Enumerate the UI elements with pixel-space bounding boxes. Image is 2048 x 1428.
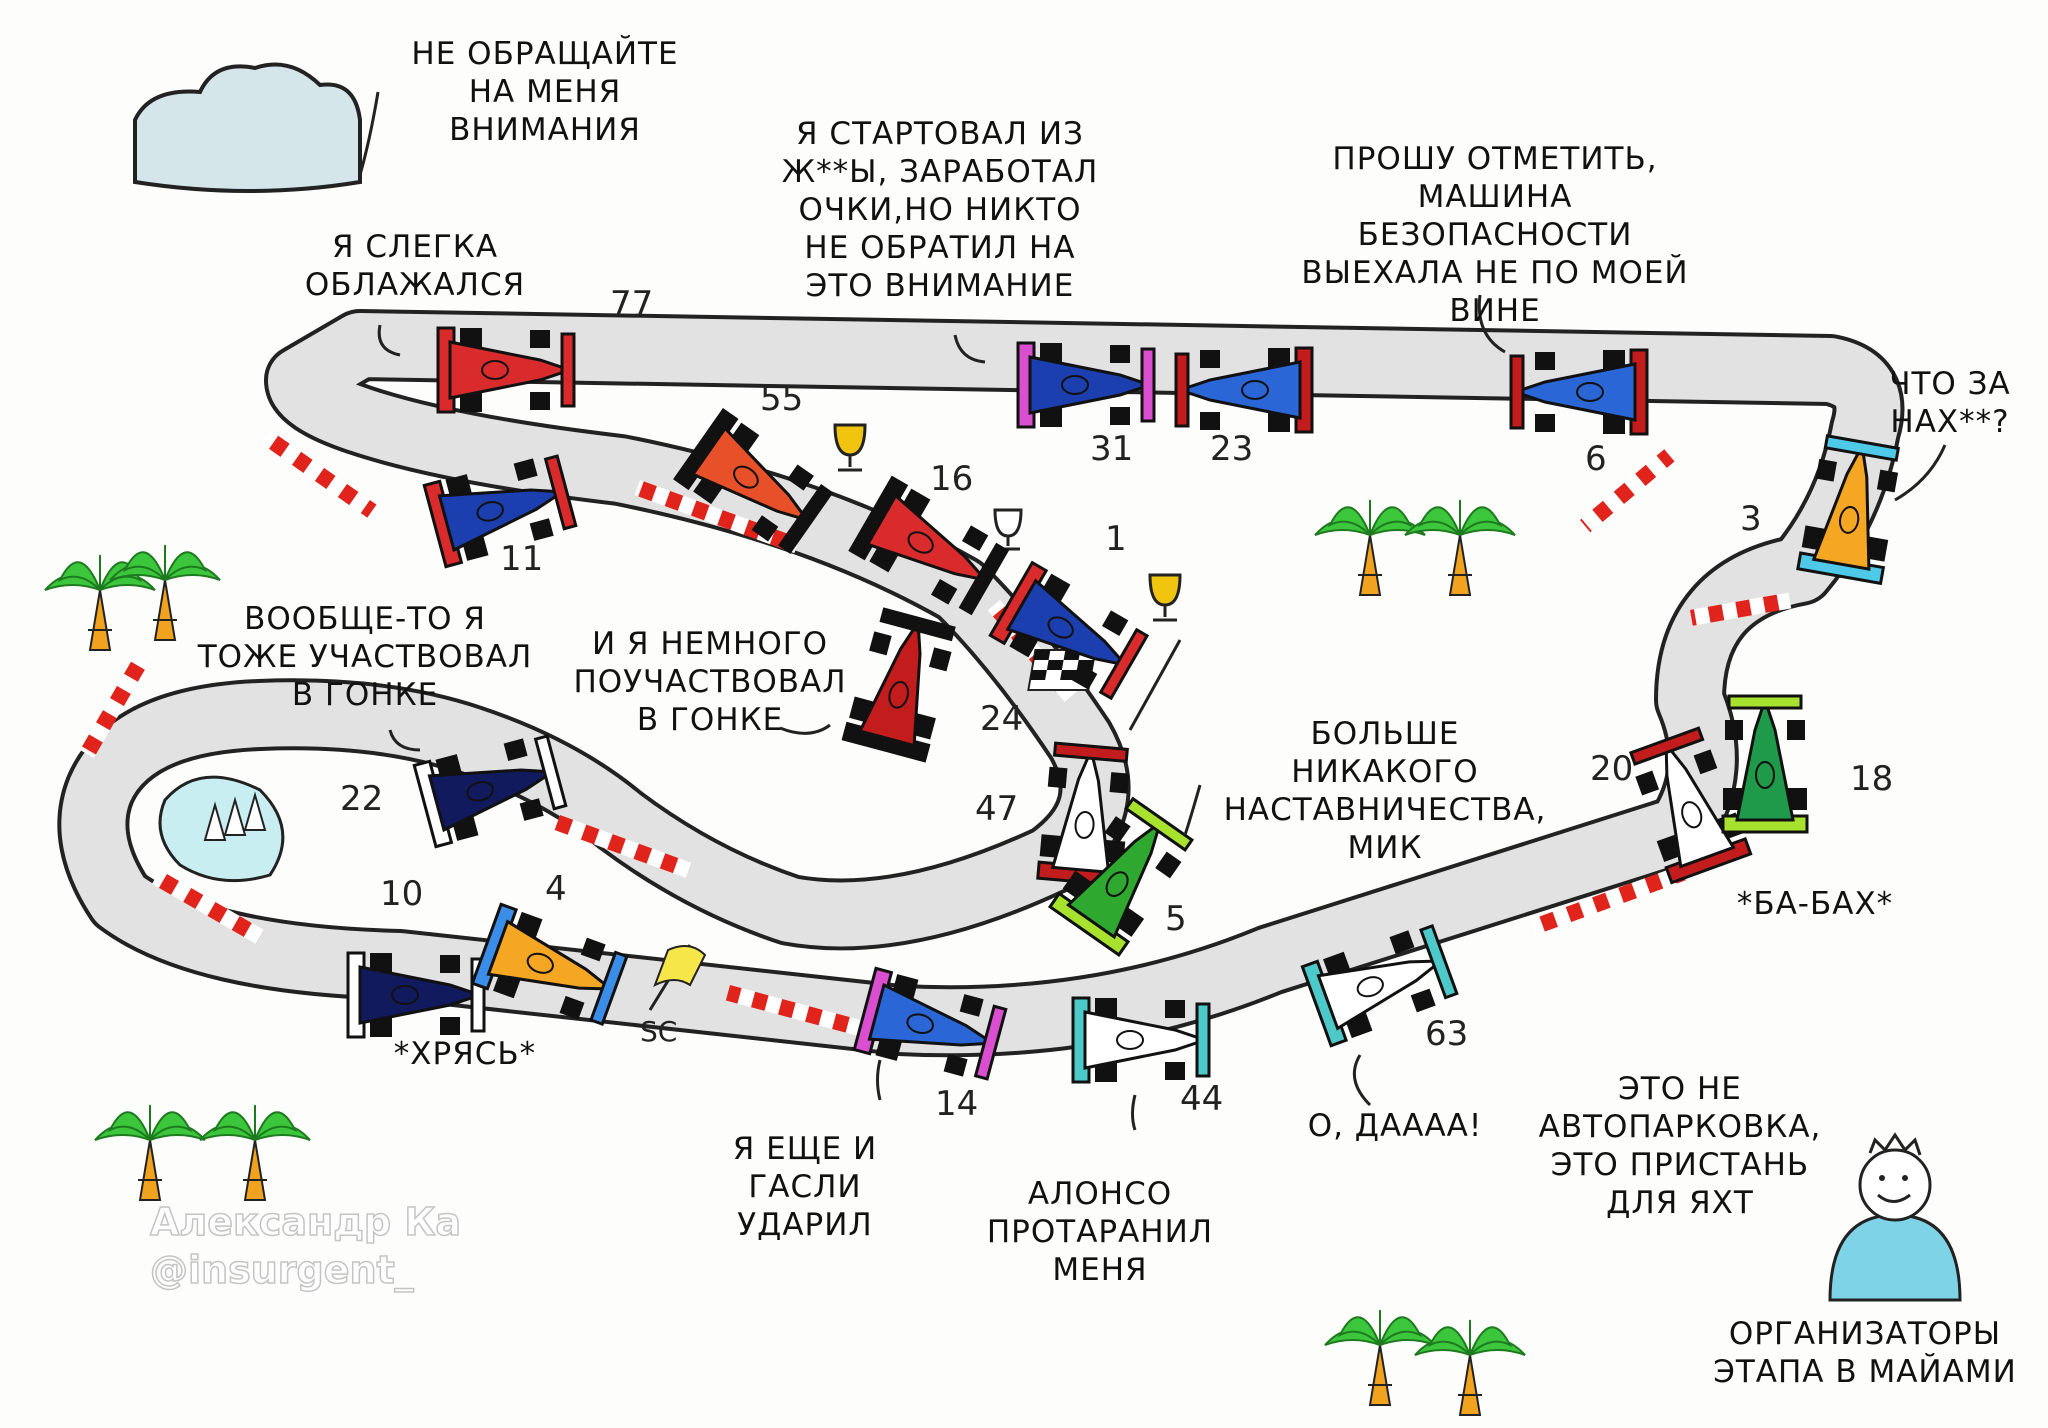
car-22 [412, 734, 568, 849]
car-number-23: 23 [1210, 429, 1253, 469]
car-number-3: 3 [1740, 499, 1762, 539]
palm-tree-icon [1414, 1319, 1526, 1416]
car-number-6: 6 [1585, 439, 1607, 479]
car-number-55: 55 [760, 379, 803, 419]
caption-little-raced: И Я НЕМНОГО ПОУЧАСТВОВАЛ В ГОНКЕ [573, 626, 847, 738]
car-55 [673, 407, 834, 555]
caption-cloud: НЕ ОБРАЩАЙТЕ НА МЕНЯ ВНИМАНИЯ [411, 36, 679, 148]
caption-gasly: Я ЕЩЕ И ГАСЛИ УДАРИЛ [732, 1131, 878, 1243]
car-number-77: 77 [610, 284, 653, 324]
caption-odaaa: О, ДАААА! [1307, 1108, 1483, 1144]
trophy-icon [993, 508, 1023, 551]
caption-slightly-messed: Я СЛЕГКА ОБЛАЖАЛСЯ [304, 229, 526, 303]
caption-mentoring: БОЛЬШЕ НИКАКОГО НАСТАВНИЧЕСТВА, МИК [1223, 716, 1547, 866]
car-number-22: 22 [340, 779, 383, 819]
car-31 [1016, 341, 1156, 429]
car-20 [1628, 726, 1753, 885]
car-number-47: 47 [975, 789, 1018, 829]
car-3 [1796, 434, 1901, 586]
car-4 [470, 902, 629, 1027]
caption-also-raced: ВООБЩЕ-ТО Я ТОЖЕ УЧАСТВОВАЛ В ГОНКЕ [197, 601, 533, 713]
caption-alonso: АЛОНСО ПРОТАРАНИЛ МЕНЯ [986, 1176, 1214, 1288]
car-number-16: 16 [930, 459, 973, 499]
caption-hryas: *ХРЯСЬ* [393, 1036, 537, 1072]
car-14 [852, 966, 1008, 1081]
car-number-1: 1 [1105, 519, 1127, 559]
caption-started: Я СТАРТОВАЛ ИЗ Ж**Ы, ЗАРАБОТАЛ ОЧКИ,НО Н… [781, 116, 1099, 304]
car-63 [1300, 923, 1459, 1048]
car-16 [848, 475, 1010, 616]
palm-tree-icon [1324, 1309, 1436, 1406]
car-number-14: 14 [935, 1084, 978, 1124]
palm-tree-icon [109, 544, 221, 641]
car-44 [1071, 996, 1211, 1084]
car-number-63: 63 [1425, 1014, 1468, 1054]
car-number-31: 31 [1090, 429, 1133, 469]
car-number-24: 24 [980, 699, 1023, 739]
cloud-icon [133, 62, 380, 193]
car-5 [1047, 796, 1195, 957]
caption-pointers [377, 294, 1947, 1131]
car-1 [988, 560, 1150, 701]
car-77 [436, 326, 576, 414]
trophy-icon [833, 423, 867, 472]
trophy-icon [1148, 573, 1182, 622]
car-number-5: 5 [1165, 899, 1187, 939]
car-number-44: 44 [1180, 1079, 1223, 1119]
caption-organizers: ОРГАНИЗАТОРЫ ЭТАПА В МАЙАМИ [1713, 1316, 2017, 1390]
palm-tree-icon [1314, 499, 1426, 596]
watermark-name: Александр Ка [149, 1199, 462, 1245]
car-23 [1174, 346, 1314, 434]
palm-tree-icon [1404, 499, 1516, 596]
organizer-figure [1828, 1132, 1962, 1302]
car-6 [1509, 348, 1649, 436]
car-number-20: 20 [1590, 749, 1633, 789]
car-number-18: 18 [1850, 759, 1893, 799]
palm-tree-icon [199, 1104, 311, 1201]
car-24 [841, 607, 956, 763]
car-18 [1721, 694, 1809, 834]
caption-yachts: ЭТО НЕ АВТОПАРКОВКА, ЭТО ПРИСТАНЬ ДЛЯ ЯХ… [1538, 1071, 1822, 1221]
car-number-10: 10 [380, 874, 423, 914]
car-number-11: 11 [500, 539, 543, 579]
watermark-handle: @insurgent_ [149, 1247, 414, 1293]
yacht-marina [158, 775, 285, 883]
safety-car-label: SC [640, 1015, 678, 1048]
caption-babah: *БА-БАХ* [1736, 886, 1894, 922]
caption-what: ЧТО ЗА НАХ**? [1889, 366, 2011, 440]
yellow-flag-icon [648, 944, 707, 1011]
car-11 [422, 454, 578, 569]
palm-tree-icon [94, 1104, 206, 1201]
caption-safety-car: ПРОШУ ОТМЕТИТЬ, МАШИНА БЕЗОПАСНОСТИ ВЫЕХ… [1301, 141, 1689, 329]
car-number-4: 4 [545, 869, 567, 909]
